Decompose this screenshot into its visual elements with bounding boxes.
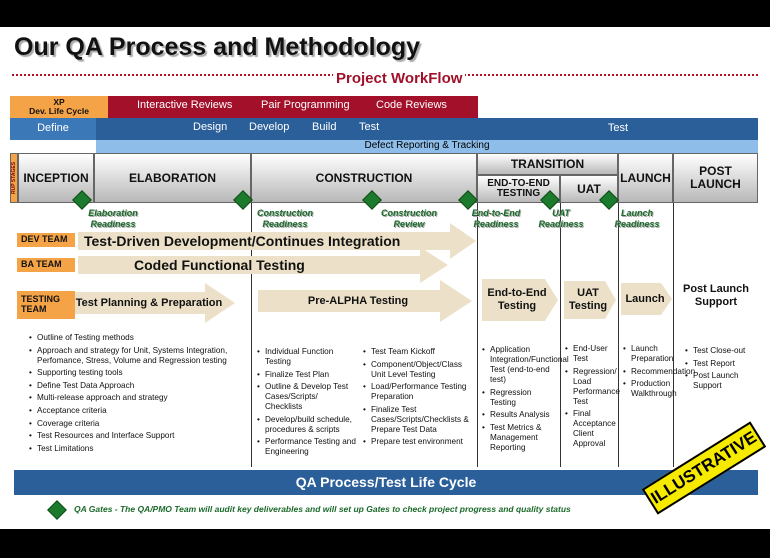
lifecycle-label-line1: XP bbox=[53, 97, 65, 108]
gate-label: Elaboration Readiness bbox=[88, 208, 138, 229]
list-item: Regression Testing bbox=[482, 388, 559, 408]
list-item: Application Integration/Functional Test … bbox=[482, 345, 569, 385]
column-divider bbox=[618, 203, 619, 467]
list-item: Individual Function Testing bbox=[257, 347, 356, 367]
list-item: End-User Test bbox=[565, 344, 618, 364]
list-item: Multi-release approach and strategy bbox=[29, 393, 248, 403]
page-title: Our QA Process and Methodology bbox=[14, 33, 421, 61]
phase-launch: LAUNCH bbox=[618, 153, 673, 203]
ba-team-activity: Coded Functional Testing bbox=[134, 257, 305, 273]
phase-post-launch: POST LAUNCH bbox=[673, 153, 758, 203]
list-item: Regression/ Load Performance Test bbox=[565, 367, 620, 407]
qa-gates-legend: QA Gates - The QA/PMO Team will audit ke… bbox=[74, 504, 571, 514]
qa-lifecycle-bar: QA Process/Test Life Cycle bbox=[14, 470, 758, 495]
post-launch-support-label: Post Launch Support bbox=[682, 283, 749, 309]
e2e-list: Application Integration/Functional Test … bbox=[481, 345, 569, 455]
gate-label: Construction Review bbox=[381, 208, 437, 229]
inception-elaboration-list: Outline of Testing methods Approach and … bbox=[28, 333, 248, 456]
list-item: Finalize Test Cases/Scripts/Checklists &… bbox=[363, 405, 476, 435]
list-item: Final Acceptance Client Approval bbox=[565, 409, 618, 449]
stage-define: Define bbox=[10, 118, 96, 140]
phase-construction: CONSTRUCTION bbox=[251, 153, 477, 203]
construction-list-b: Test Team Kickoff Component/Object/Class… bbox=[362, 347, 476, 450]
post-launch-list: Test Close-out Test Report Post Launch S… bbox=[684, 346, 758, 394]
list-item: Test Resources and Interface Support bbox=[29, 431, 248, 441]
testing-team-label: TESTING TEAM bbox=[17, 291, 75, 319]
practice-pair-programming: Pair Programming bbox=[261, 99, 350, 111]
uat-list: End-User Test Regression/ Load Performan… bbox=[564, 344, 620, 452]
column-divider bbox=[251, 203, 252, 467]
list-item: Performance Testing and Engineering bbox=[257, 437, 356, 457]
practices-bar: Interactive Reviews Pair Programming Cod… bbox=[108, 96, 478, 118]
list-item: Component/Object/Class Unit Level Testin… bbox=[363, 360, 476, 380]
list-item: Test Team Kickoff bbox=[363, 347, 476, 357]
ba-team-label: BA TEAM bbox=[17, 258, 75, 272]
gate-label: Construction Readiness bbox=[257, 208, 313, 229]
workflow-arrows bbox=[74, 223, 672, 323]
list-item: Finalize Test Plan bbox=[257, 370, 356, 380]
dev-team-arrow bbox=[78, 223, 476, 259]
test-planning-arrow bbox=[74, 283, 235, 323]
list-item: Outline of Testing methods bbox=[29, 333, 248, 343]
pre-alpha-arrow bbox=[258, 280, 472, 322]
list-item: Load/Performance Testing Preparation bbox=[363, 382, 476, 402]
list-item: Test Close-out bbox=[685, 346, 758, 356]
list-item: Supporting testing tools bbox=[29, 368, 248, 378]
list-item: Test Report bbox=[685, 359, 758, 369]
practice-interactive-reviews: Interactive Reviews bbox=[137, 99, 233, 111]
list-item: Prepare test environment bbox=[363, 437, 476, 447]
phase-elaboration: ELABORATION bbox=[94, 153, 251, 203]
stage-test: Test bbox=[359, 121, 380, 133]
list-item: Recommendation bbox=[623, 367, 695, 377]
slide: Our QA Process and Methodology Project W… bbox=[0, 27, 770, 529]
list-item: Approach and strategy for Unit, Systems … bbox=[29, 346, 248, 366]
subtitle: Project WorkFlow bbox=[333, 70, 466, 87]
stage-design: Design bbox=[193, 121, 228, 133]
gate-label: UAT Readiness bbox=[538, 208, 584, 229]
list-item: Launch Preparation bbox=[623, 344, 674, 364]
test-planning-label: Test Planning & Preparation bbox=[75, 296, 223, 309]
list-item: Post Launch Support bbox=[685, 371, 758, 391]
stage-develop: Develop bbox=[249, 121, 290, 133]
e2e-arrow bbox=[482, 279, 558, 321]
stage-test-right: Test bbox=[478, 118, 758, 140]
uat-arrow bbox=[564, 281, 616, 319]
phase-inception: INCEPTION bbox=[18, 153, 94, 203]
column-divider bbox=[673, 203, 674, 467]
construction-list-a: Individual Function Testing Finalize Tes… bbox=[256, 347, 356, 460]
launch-list: Launch Preparation Recommendation Produc… bbox=[622, 344, 695, 402]
phase-transition: TRANSITION bbox=[477, 153, 618, 175]
launch-arrow bbox=[621, 283, 672, 315]
list-item: Outline & Develop Test Cases/Scripts/ Ch… bbox=[257, 382, 356, 412]
pre-alpha-label: Pre-ALPHA Testing bbox=[307, 294, 409, 307]
list-item: Results Analysis bbox=[482, 410, 559, 420]
practice-code-reviews: Code Reviews bbox=[376, 99, 447, 111]
list-item: Test Metrics & Management Reporting bbox=[482, 423, 559, 453]
column-divider bbox=[560, 203, 561, 467]
dev-team-activity: Test-Driven Development/Continues Integr… bbox=[84, 233, 401, 249]
list-item: Coverage criteria bbox=[29, 419, 248, 429]
lifecycle-label: XP Dev. Life Cycle bbox=[10, 96, 108, 118]
list-item: Production Walkthrough bbox=[623, 379, 677, 399]
defect-tracking-bar: Defect Reporting & Tracking bbox=[96, 140, 758, 153]
list-item: Acceptance criteria bbox=[29, 406, 248, 416]
list-item: Define Test Data Approach bbox=[29, 381, 248, 391]
stage-build: Build bbox=[312, 121, 337, 133]
stages-bar: Design Develop Build Test bbox=[96, 118, 478, 140]
list-item: Develop/build schedule, procedures & scr… bbox=[257, 415, 356, 435]
uat-testing-label: UAT Testing bbox=[568, 287, 608, 312]
e2e-testing-label: End-to-End Testing bbox=[487, 287, 547, 312]
gate-label: Launch Readiness bbox=[614, 208, 660, 229]
lifecycle-label-line2: Dev. Life Cycle bbox=[29, 106, 89, 116]
dev-team-label: DEV TEAM bbox=[17, 233, 75, 247]
gate-label: End-to-End Readiness bbox=[471, 208, 521, 229]
ba-team-arrow bbox=[78, 247, 448, 283]
launch-label: Launch bbox=[625, 292, 665, 305]
column-divider bbox=[477, 203, 478, 467]
list-item: Test Limitations bbox=[29, 444, 248, 454]
